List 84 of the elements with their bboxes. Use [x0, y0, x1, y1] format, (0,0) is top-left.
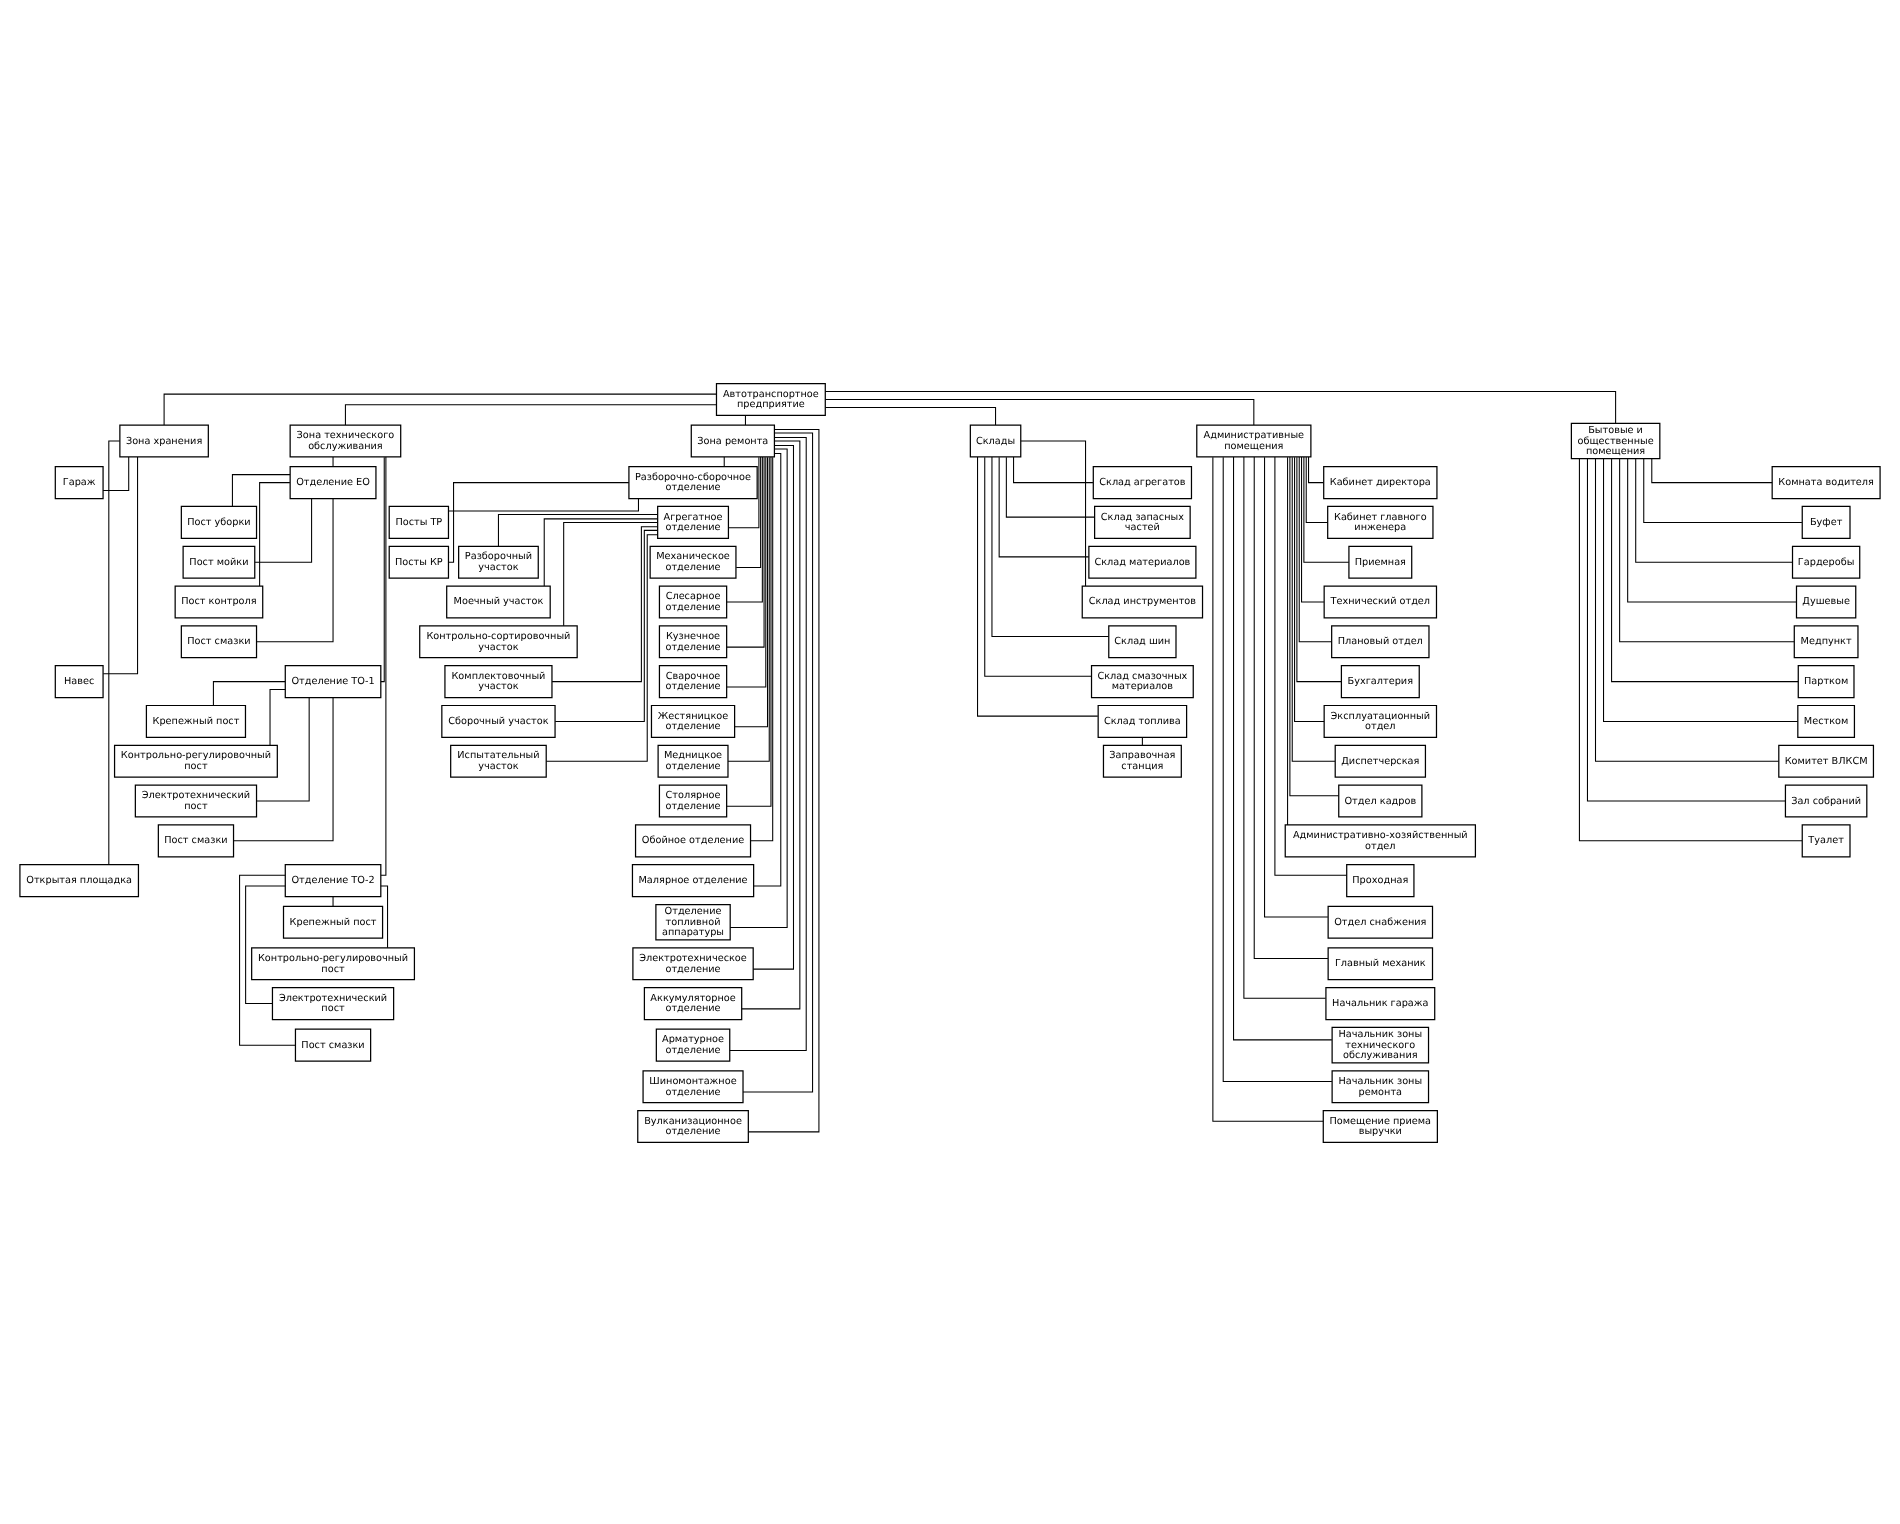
- connector: [102, 455, 130, 491]
- connector: [1619, 457, 1795, 642]
- connector: [1287, 455, 1289, 825]
- connector: [245, 884, 286, 1004]
- connector: [256, 696, 310, 801]
- connector: [1298, 455, 1333, 642]
- connector: [108, 439, 121, 864]
- connector: [1264, 455, 1329, 917]
- connector: [998, 455, 1090, 557]
- connector: [1141, 735, 1143, 745]
- connector: [212, 680, 286, 705]
- connector: [1643, 457, 1803, 522]
- connector: [729, 447, 788, 928]
- connector: [752, 443, 794, 969]
- connector: [977, 455, 1099, 716]
- connector: [726, 455, 765, 647]
- connector: [1289, 455, 1340, 796]
- connector: [254, 497, 313, 562]
- connector: [825, 405, 997, 425]
- connector: [1253, 455, 1329, 958]
- connector: [269, 688, 286, 745]
- connector: [163, 392, 717, 425]
- connector: [750, 455, 774, 841]
- connector: [1303, 455, 1350, 562]
- connector: [563, 520, 658, 626]
- connector: [1578, 457, 1803, 841]
- connector: [554, 528, 659, 721]
- connector: [448, 497, 639, 511]
- connector: [984, 455, 1092, 676]
- connector: [726, 455, 772, 806]
- connector: [1005, 455, 1095, 517]
- connector: [448, 481, 630, 562]
- connector: [380, 455, 387, 875]
- connector: [1635, 457, 1793, 562]
- connector: [1212, 455, 1324, 1121]
- connector: [1013, 455, 1094, 483]
- connector: [753, 451, 782, 886]
- connector: [256, 497, 334, 642]
- connector: [239, 873, 296, 1045]
- connector: [748, 428, 820, 1132]
- connector: [332, 895, 334, 906]
- connector: [332, 455, 334, 466]
- connector: [551, 525, 658, 682]
- connector: [1627, 457, 1797, 602]
- connector: [734, 455, 769, 727]
- connector: [497, 512, 659, 546]
- connector: [824, 397, 1255, 425]
- connector: [1301, 455, 1325, 602]
- connector: [1296, 455, 1342, 682]
- connector: [1274, 455, 1348, 875]
- connector: [824, 389, 1617, 423]
- connector: [991, 455, 1110, 637]
- connector: [1611, 457, 1799, 682]
- connector: [1603, 457, 1799, 721]
- connector: [231, 473, 291, 506]
- connector: [1294, 455, 1325, 721]
- connector: [1222, 455, 1333, 1081]
- connector: [728, 455, 760, 528]
- connector: [726, 455, 763, 602]
- connector: [1020, 439, 1087, 586]
- connector: [735, 455, 762, 568]
- connector: [729, 435, 807, 1050]
- connector: [233, 696, 334, 841]
- connector: [741, 439, 801, 1009]
- connector: [726, 455, 767, 687]
- connector: [744, 413, 746, 425]
- connector: [1243, 455, 1327, 998]
- connector: [545, 533, 659, 761]
- connector: [742, 431, 814, 1092]
- connector: [1233, 455, 1333, 1040]
- connector: [344, 403, 717, 425]
- connector: [1308, 455, 1324, 483]
- connector: [1594, 457, 1780, 761]
- connector: [723, 455, 725, 466]
- connector: [543, 517, 658, 586]
- connector: [1586, 457, 1786, 801]
- connector: [259, 481, 291, 586]
- connector: [1305, 455, 1329, 522]
- connector: [102, 455, 139, 674]
- connector: [1291, 455, 1336, 761]
- connector: [727, 455, 770, 761]
- connector: [380, 884, 389, 948]
- connector: [380, 455, 385, 682]
- connector: [1651, 457, 1773, 483]
